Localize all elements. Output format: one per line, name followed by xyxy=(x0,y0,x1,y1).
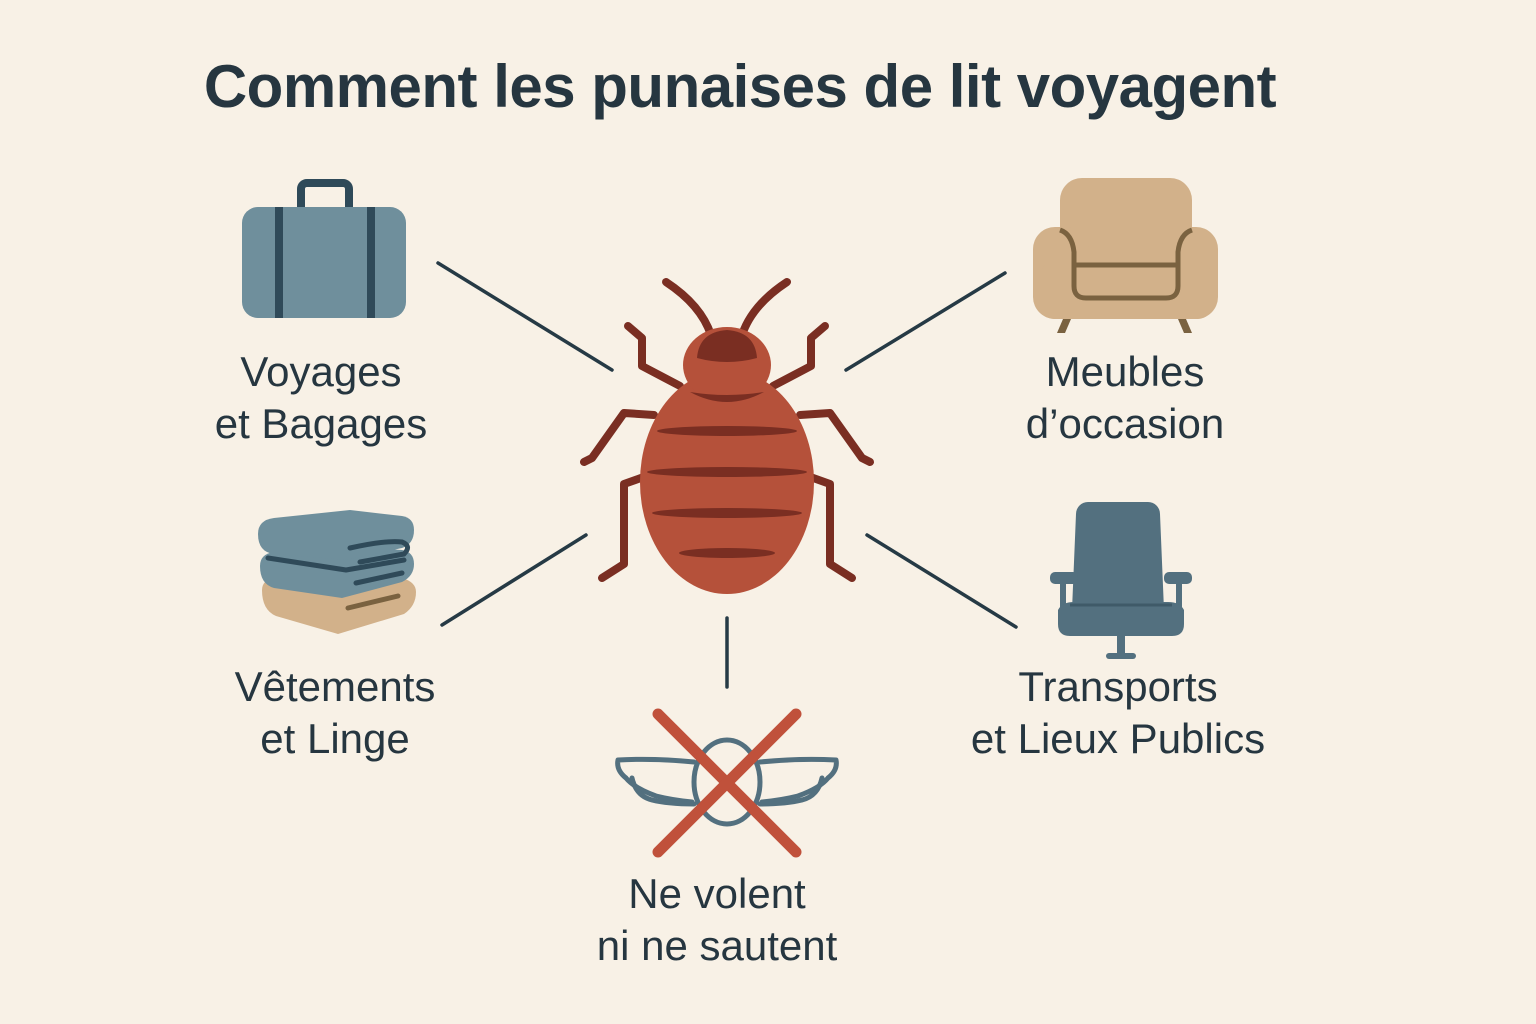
connector-furniture xyxy=(844,271,1007,372)
crossed-wings-icon xyxy=(615,708,839,858)
connector-lines xyxy=(436,261,1018,689)
armchair-icon xyxy=(1033,178,1218,333)
bed-bug-icon xyxy=(580,278,874,594)
label-clothes: Vêtements et Linge xyxy=(234,663,436,762)
suitcase-icon xyxy=(242,179,406,318)
connector-clothes xyxy=(440,533,588,627)
seat-icon xyxy=(1050,502,1192,659)
label-furniture: Meubles d’occasion xyxy=(1025,348,1225,447)
label-no-fly: Ne volent ni ne sautent xyxy=(596,870,838,969)
cross-icon xyxy=(652,708,802,858)
label-luggage: Voyages et Bagages xyxy=(214,348,428,447)
page-title: Comment les punaises de lit voyagent xyxy=(203,53,1277,120)
folded-linen-icon xyxy=(258,510,416,634)
connector-transport xyxy=(865,533,1018,629)
label-transport: Transports et Lieux Publics xyxy=(970,663,1266,762)
connector-luggage xyxy=(436,261,614,372)
